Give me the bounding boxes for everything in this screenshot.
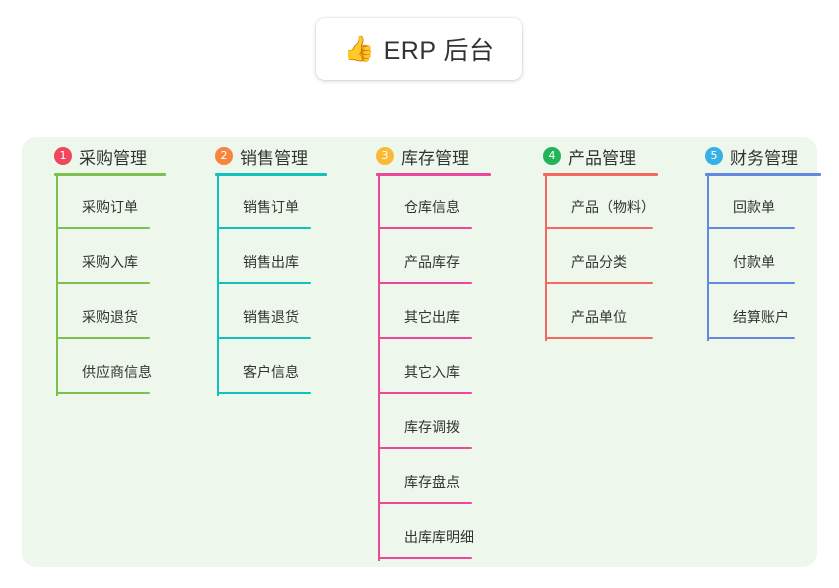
branch-header-underline (54, 173, 166, 176)
branch-item-underline (545, 337, 653, 339)
branch-item-underline (378, 392, 472, 394)
branch-item-label: 产品分类 (571, 254, 627, 270)
branch-item-label: 销售订单 (243, 199, 299, 215)
branches-panel (22, 137, 817, 567)
branch-item-label: 回款单 (733, 199, 775, 215)
branch-spine (217, 176, 219, 396)
branch-title-label: 产品管理 (568, 148, 636, 168)
branch-header-2[interactable]: 2 销售管理 (199, 143, 308, 169)
branch-title-label: 库存管理 (401, 148, 469, 168)
branch-header-underline (376, 173, 491, 176)
branch-column-3[interactable]: 3 库存管理仓库信息产品库存其它出库其它入库库存调拨库存盘点出库库明细 (360, 143, 491, 561)
root-node[interactable]: 👍 ERP 后台 (316, 18, 522, 80)
branch-item-underline (56, 392, 150, 394)
branch-item-label: 库存盘点 (404, 474, 460, 490)
branch-item-label: 销售退货 (243, 309, 299, 325)
branch-number-badge: 3 (376, 147, 394, 165)
branch-header-3[interactable]: 3 库存管理 (360, 143, 469, 169)
branch-column-5[interactable]: 5 财务管理回款单付款单结算账户 (689, 143, 821, 341)
branch-item-label: 采购退货 (82, 309, 138, 325)
branch-item-label: 其它入库 (404, 364, 460, 380)
branch-item-underline (707, 337, 795, 339)
branch-item-underline (378, 282, 472, 284)
branch-item-underline (56, 227, 150, 229)
branch-item-label: 其它出库 (404, 309, 460, 325)
root-node-label: ERP 后台 (383, 37, 495, 65)
branch-title-label: 采购管理 (79, 148, 147, 168)
branch-item-underline (217, 282, 311, 284)
branch-item-label: 库存调拨 (404, 419, 460, 435)
branch-item-underline (378, 502, 472, 504)
branch-item-label: 销售出库 (243, 254, 299, 270)
branch-item-underline (217, 337, 311, 339)
branch-item-underline (707, 282, 795, 284)
branch-number-badge: 2 (215, 147, 233, 165)
branch-item-underline (378, 337, 472, 339)
branch-header-underline (215, 173, 327, 176)
branch-item-underline (378, 447, 472, 449)
branch-header-underline (543, 173, 658, 176)
branch-item-underline (545, 282, 653, 284)
thumbs-up-icon: 👍 (343, 34, 375, 63)
branch-spine (378, 176, 380, 561)
branch-spine (707, 176, 709, 341)
branch-item-underline (378, 557, 472, 559)
branch-header-underline (705, 173, 821, 176)
branch-item-label: 仓库信息 (404, 199, 460, 215)
branch-number-badge: 4 (543, 147, 561, 165)
branch-item-label: 出库库明细 (404, 529, 474, 545)
branch-header-4[interactable]: 4 产品管理 (527, 143, 636, 169)
branch-column-4[interactable]: 4 产品管理产品（物料） 产品分类产品单位 (527, 143, 658, 341)
branch-item-label: 付款单 (733, 254, 775, 270)
branch-item-label: 产品单位 (571, 309, 627, 325)
branch-item-underline (56, 337, 150, 339)
branch-spine (545, 176, 547, 341)
branch-item-label: 采购入库 (82, 254, 138, 270)
branch-item-underline (56, 282, 150, 284)
branch-item-label: 产品库存 (404, 254, 460, 270)
branch-item-label: 供应商信息 (82, 364, 152, 380)
branch-item-label: 采购订单 (82, 199, 138, 215)
branch-item-underline (217, 392, 311, 394)
branch-spine (56, 176, 58, 396)
branch-title-label: 销售管理 (240, 148, 308, 168)
branch-item-label: 产品（物料） (571, 199, 655, 215)
branch-item-underline (217, 227, 311, 229)
branch-item-underline (378, 227, 472, 229)
branch-title-label: 财务管理 (730, 148, 798, 168)
branch-item-label: 客户信息 (243, 364, 299, 380)
branch-column-2[interactable]: 2 销售管理销售订单销售出库销售退货客户信息 (199, 143, 327, 396)
branch-number-badge: 1 (54, 147, 72, 165)
branch-number-badge: 5 (705, 147, 723, 165)
branch-item-underline (545, 227, 653, 229)
branch-header-5[interactable]: 5 财务管理 (689, 143, 798, 169)
branch-header-1[interactable]: 1 采购管理 (38, 143, 147, 169)
branch-item-underline (707, 227, 795, 229)
branch-column-1[interactable]: 1 采购管理采购订单采购入库采购退货供应商信息 (38, 143, 166, 396)
branch-item-label: 结算账户 (733, 309, 789, 325)
